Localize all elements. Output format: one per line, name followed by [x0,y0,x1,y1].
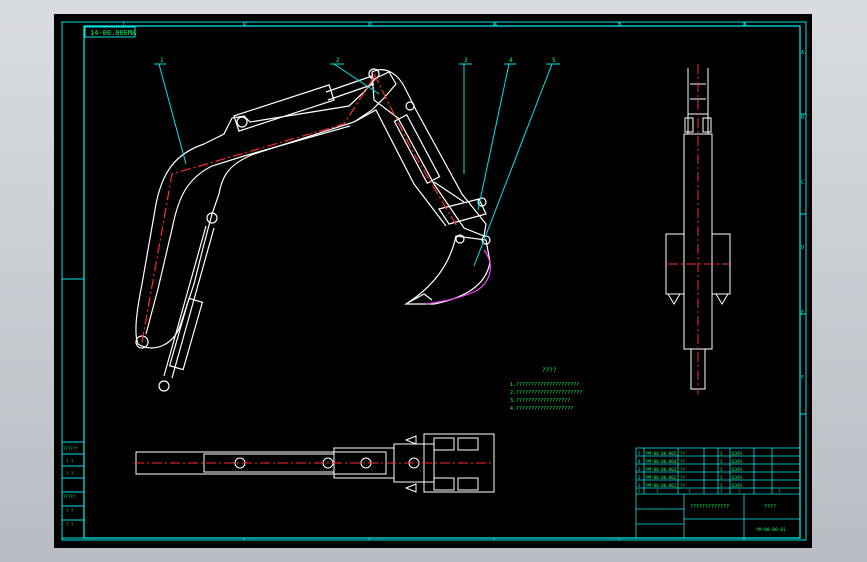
frame-letter: B [801,115,804,121]
table-cell: 1 [720,475,723,480]
table-cell: 1 [720,467,723,472]
stick-arm [353,68,487,237]
table-cell: PM-00.00.004 [646,459,677,464]
frame-numbers-top: 1 2 3 4 5 6 [122,22,747,28]
table-cell: ?? [680,459,686,464]
table-cell: 1 [720,451,723,456]
table-cell: Q345 [732,451,743,456]
leader-label: 5 [552,57,556,64]
drawing-title: ???? [764,504,776,510]
table-cell: ? [656,489,659,494]
table-cell: ? [778,489,781,494]
frame-divisions [62,22,806,540]
table-cell: 1 [720,483,723,488]
leader-label: 1 [160,57,164,64]
code-box [84,26,136,38]
frame-letter: A [801,50,804,56]
drawing-number: YM-00.00.01 [756,527,786,533]
frame-letter: F [801,375,804,381]
project-name: ????????????? [690,504,729,510]
side-table-cell: ? ? [66,508,74,513]
end-view [665,64,731,394]
table-cell: PM-00.00.005 [646,451,677,456]
table-cell: ?? [680,451,686,456]
table-cell: ? [720,489,723,494]
bucket [403,235,491,305]
table-cell: ? [738,489,741,494]
parts-row: 5 PM-00.00.005 ?? 1 Q345 [638,451,743,456]
frame-letter: C [801,180,804,186]
boom-lug-pin [236,116,248,128]
table-cell: PM-00.00.003 [646,467,677,472]
boom-cylinder [158,212,218,392]
part-leaders: 1 2 3 4 5 [154,57,560,267]
side-table-cell: ? ? [66,459,74,464]
frame-number: 6 [744,22,747,28]
boom-side-view [135,68,491,392]
drawing-canvas: 1 2 3 4 5 6 A B C D E F 14-00.00EMA ????… [61,21,807,541]
table-cell: Q345 [732,475,743,480]
table-cell: Q345 [732,459,743,464]
frame-number: 1 [122,22,125,28]
cad-viewport[interactable]: 1 2 3 4 5 6 A B C D E F 14-00.00EMA ????… [54,14,812,548]
table-cell: PM-00.00.001 [646,483,677,488]
frame-number: 5 [619,22,622,28]
side-table-cell: ? ? [66,522,74,527]
table-cell: PM-00.00.002 [646,475,677,480]
table-cell: 1 [720,459,723,464]
parts-row: 4 PM-00.00.004 ?? 1 Q345 [638,459,743,464]
parts-row: 2 PM-00.00.002 ?? 1 Q345 [638,475,743,480]
frame-number: 4 [494,22,497,28]
outer-frame [61,21,807,541]
side-table-cell: ????? [63,494,76,499]
frame-number: 2 [244,22,247,28]
table-cell: 5 [638,451,641,456]
table-cell: ?? [680,483,686,488]
table-cell: ?? [680,475,686,480]
inner-frame [83,25,801,539]
stick-cylinder [233,75,375,132]
table-cell: 3 [638,467,641,472]
parts-row: 1 PM-00.00.001 ?? 1 Q345 [638,483,743,488]
parts-row: 3 PM-00.00.003 ?? 1 Q345 [638,467,743,472]
frame-letter: E [801,310,804,316]
leader-label: 2 [336,57,340,64]
notes-line: 2.?????????????????????? [510,390,582,396]
parts-header: ? ? ? ? ? ? [638,489,781,494]
table-cell: ?? [680,467,686,472]
table-cell: ? [638,489,641,494]
leader-label: 3 [464,57,468,64]
table-cell: ? [688,489,691,494]
technical-notes: ???? 1.????????????????????? 2.?????????… [510,367,582,412]
side-table: ?????? ? ? ? ? ????? ? ? ? ? [61,441,85,539]
parts-list: 5 PM-00.00.005 ?? 1 Q345 4 PM-00.00.004 … [638,451,781,494]
notes-line: 1.????????????????????? [510,382,579,388]
side-table-cell: ?????? [63,446,78,451]
plan-view [134,433,495,493]
table-cell: Q345 [732,467,743,472]
table-cell: 2 [638,475,641,480]
notes-title: ???? [542,367,557,374]
leader-label: 4 [509,57,513,64]
notes-line: 4.??????????????????? [510,406,573,412]
frame-letter: D [801,245,804,251]
boom-foot-pin [135,335,149,349]
title-block: 5 PM-00.00.005 ?? 1 Q345 4 PM-00.00.004 … [635,447,801,539]
code-box-text: 14-00.00EMA [90,29,137,37]
frame-letters-right: A B C D E F [801,50,804,381]
table-cell: 4 [638,459,641,464]
table-cell: 1 [638,483,641,488]
table-cell: Q345 [732,483,743,488]
frame-number: 3 [369,22,372,28]
notes-line: 3.?????????????????? [510,398,570,404]
side-table-cell: ? ? [66,471,74,476]
